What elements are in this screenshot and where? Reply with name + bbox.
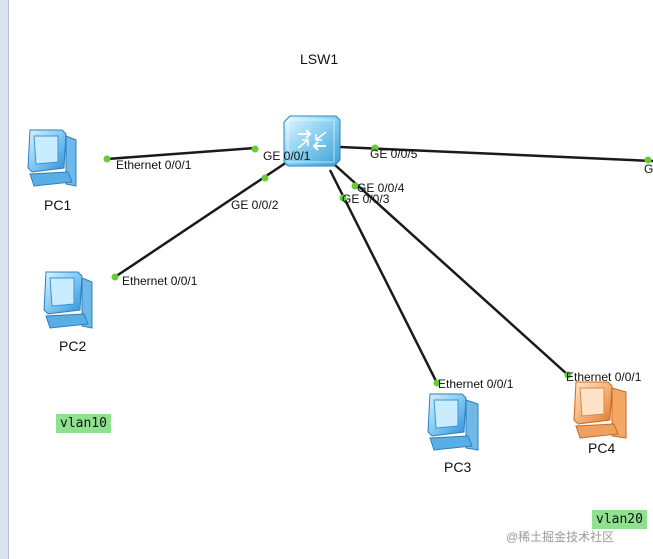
pc3-computer-icon[interactable] [427,393,479,451]
port-label-ge001: GE 0/0/1 [263,149,311,163]
link-ge005-offscreen[interactable] [339,145,653,163]
port-label-ge005: GE 0/0/5 [370,147,418,161]
port-label-far: G [644,162,653,176]
pc3-name-label: PC3 [444,459,472,475]
port-dot-ge002 [261,174,269,182]
pc2-computer-icon[interactable] [43,271,93,329]
vlan20-label[interactable]: vlan20 [592,510,647,529]
pc4-name-label: PC4 [588,440,616,456]
port-dot-ge004 [351,182,359,190]
canvas-left-border [0,0,9,559]
pc1-name-label: PC1 [44,197,72,213]
port-dot-ge005 [371,144,379,152]
link-pc1-switch[interactable] [106,146,256,161]
link-pc4-switch[interactable] [334,164,569,376]
watermark-text: @稀土掘金技术社区 [506,530,615,544]
pc2-port-label: Ethernet 0/0/1 [122,274,198,288]
port-dot-pc1 [103,155,111,163]
link-pc2-switch[interactable] [114,158,291,279]
switch-icon[interactable] [283,115,341,167]
port-dot-pc2 [111,273,119,281]
port-dot-far [644,156,652,164]
pc1-computer-icon[interactable] [27,129,77,187]
pc1-port-label: Ethernet 0/0/1 [116,158,192,172]
port-dot-ge003 [339,194,347,202]
port-dot-pc3 [433,379,441,387]
link-pc3-switch[interactable] [328,169,439,384]
vlan10-label[interactable]: vlan10 [56,414,111,433]
port-label-ge004: GE 0/0/4 [357,181,405,195]
pc4-computer-icon[interactable] [573,381,627,439]
port-dot-pc4 [564,371,572,379]
switch-name-label: LSW1 [300,51,339,67]
pc3-port-label: Ethernet 0/0/1 [438,377,514,391]
pc4-port-label: Ethernet 0/0/1 [566,370,642,384]
port-label-ge003: GE 0/0/3 [342,192,390,206]
port-label-ge002: GE 0/0/2 [231,198,279,212]
pc2-name-label: PC2 [59,338,87,354]
port-dot-ge001 [251,145,259,153]
